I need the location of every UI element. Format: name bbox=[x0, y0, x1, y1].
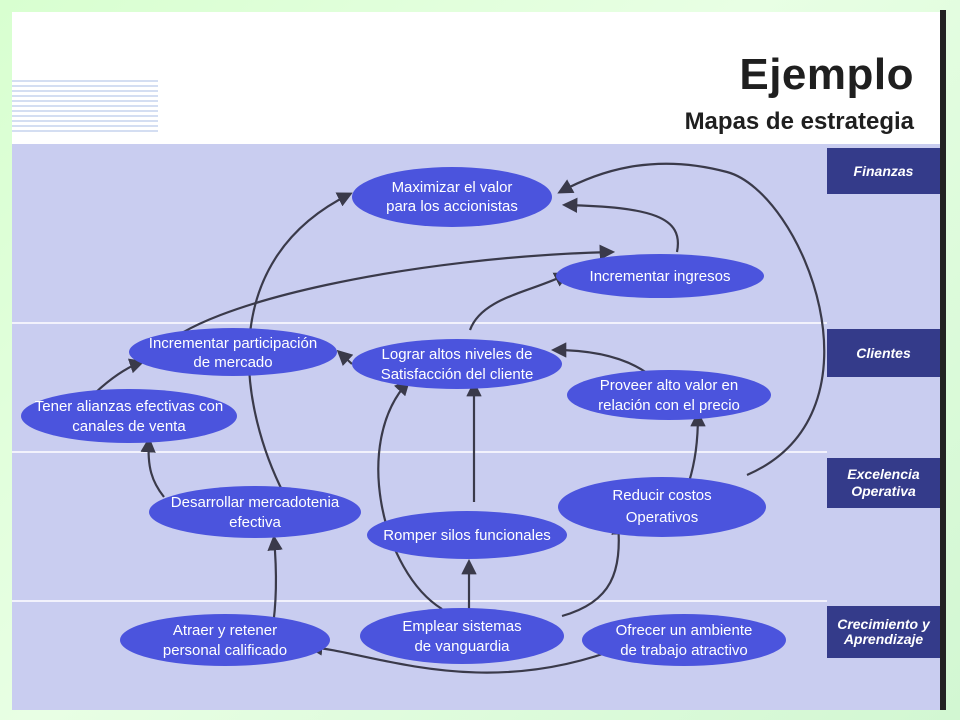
node-mercadotecnia: Desarrollar mercadotenia efectiva bbox=[149, 486, 361, 538]
arrow-costos-valor bbox=[687, 410, 706, 483]
arrow-alianzas-participacion bbox=[93, 358, 145, 395]
arrow-sistemas-costos bbox=[561, 518, 627, 618]
slide-edge bbox=[940, 10, 946, 710]
node-label-line: Proveer alto valor en bbox=[600, 377, 738, 394]
node-shape bbox=[558, 477, 766, 537]
lane-label-clientes: Clientes bbox=[827, 329, 940, 377]
node-shape bbox=[352, 167, 552, 227]
strategy-map-diagram: Maximizar el valor para los accionistas … bbox=[12, 162, 827, 674]
node-label-line: Satisfacción del cliente bbox=[381, 366, 534, 383]
node-shape bbox=[129, 328, 337, 376]
node-label-line: para los accionistas bbox=[386, 198, 518, 215]
lane-label-finanzas: Finanzas bbox=[827, 148, 940, 194]
node-shape bbox=[367, 511, 567, 559]
page-title: Ejemplo bbox=[739, 50, 914, 99]
arrow-costos-maximizar bbox=[557, 162, 826, 477]
node-label-line: Emplear sistemas bbox=[402, 618, 521, 635]
arrow-satisfaccion-ingresos bbox=[468, 272, 570, 331]
arrow-satisfaccion-participacion bbox=[336, 349, 354, 367]
page-subtitle: Mapas de estrategia bbox=[684, 108, 914, 135]
node-label-line: relación con el precio bbox=[598, 397, 740, 414]
node-label-line: Operativos bbox=[626, 509, 699, 526]
slide: Ejemplo Mapas de estrategia bbox=[12, 12, 942, 710]
lane-label-crecimiento-aprendizaje: Crecimiento y Aprendizaje bbox=[827, 606, 940, 658]
node-shape bbox=[149, 486, 361, 538]
node-sistemas: Emplear sistemas de vanguardia bbox=[360, 608, 564, 664]
arrow-mercadotecnia-alianzas bbox=[140, 436, 165, 498]
node-shape bbox=[21, 389, 237, 443]
node-shape bbox=[360, 608, 564, 664]
node-label-line: personal calificado bbox=[163, 642, 287, 659]
node-personal: Atraer y retener personal calificado bbox=[120, 614, 330, 666]
node-label-line: Incrementar ingresos bbox=[590, 268, 731, 285]
node-label-line: canales de venta bbox=[72, 418, 186, 435]
node-label-line: Maximizar el valor bbox=[392, 179, 513, 196]
node-label-line: Romper silos funcionales bbox=[383, 527, 551, 544]
node-label-line: Ofrecer un ambiente bbox=[616, 622, 753, 639]
node-label-line: Tener alianzas efectivas con bbox=[35, 398, 223, 415]
node-satisfaccion: Lograr altos niveles de Satisfacción del… bbox=[352, 339, 562, 389]
node-label-line: efectiva bbox=[229, 514, 281, 531]
node-label-line: de trabajo atractivo bbox=[620, 642, 748, 659]
node-label-line: Desarrollar mercadotenia bbox=[171, 494, 340, 511]
node-participacion: Incrementar participación de mercado bbox=[129, 328, 337, 376]
node-label-line: de vanguardia bbox=[414, 638, 510, 655]
node-ambiente: Ofrecer un ambiente de trabajo atractivo bbox=[582, 614, 786, 666]
node-shape bbox=[120, 614, 330, 666]
arrows bbox=[93, 162, 826, 674]
node-shape bbox=[556, 254, 764, 298]
node-label-line: Incrementar participación bbox=[149, 335, 317, 352]
node-silos: Romper silos funcionales bbox=[367, 511, 567, 559]
arrow-ingresos-maximizar bbox=[561, 197, 680, 253]
node-shape bbox=[582, 614, 786, 666]
node-shape bbox=[567, 370, 771, 420]
decorative-stripes bbox=[12, 80, 158, 134]
node-maximizar: Maximizar el valor para los accionistas bbox=[352, 167, 552, 227]
node-label-line: de mercado bbox=[193, 354, 272, 371]
node-label-line: Lograr altos niveles de bbox=[382, 346, 533, 363]
node-alianzas: Tener alianzas efectivas con canales de … bbox=[21, 389, 237, 443]
node-ingresos: Incrementar ingresos bbox=[556, 254, 764, 298]
arrow-sistemas-satisfaccion bbox=[377, 379, 443, 610]
node-costos: Reducir costos Operativos bbox=[558, 477, 766, 537]
arrow-ambiente-personal bbox=[306, 640, 623, 674]
lane-label-excelencia-operativa: Excelencia Operativa bbox=[827, 458, 940, 508]
node-valor-precio: Proveer alto valor en relación con el pr… bbox=[567, 370, 771, 420]
node-label-line: Reducir costos bbox=[612, 487, 711, 504]
node-label-line: Atraer y retener bbox=[173, 622, 277, 639]
node-shape bbox=[352, 339, 562, 389]
